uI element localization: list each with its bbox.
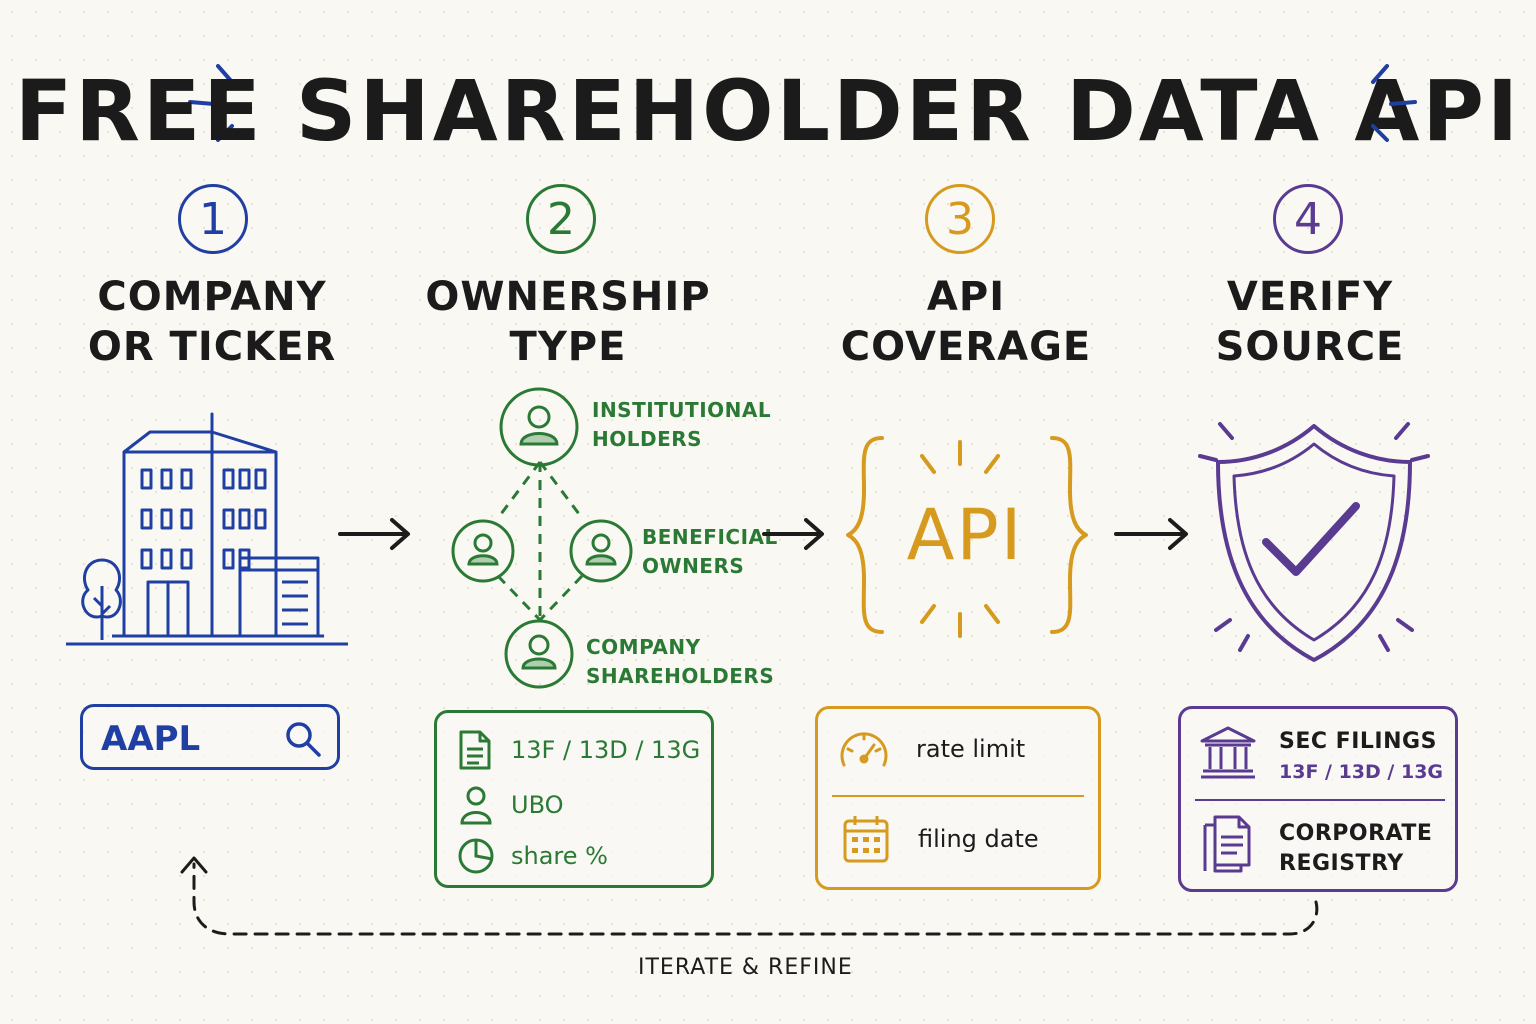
institutional-holders-label-line2: HOLDERS: [592, 427, 703, 451]
page-title: FREE SHAREHOLDER DATA API: [14, 62, 1522, 160]
step-3-heading: API COVERAGE: [806, 272, 1126, 372]
step-1-heading-line1: COMPANY: [97, 274, 327, 320]
corporate-registry-label-line2: REGISTRY: [1279, 851, 1404, 876]
step-4-number: 4: [1273, 184, 1343, 254]
step-2-heading-line2: TYPE: [509, 324, 627, 370]
iterate-loop-arrow: [180, 856, 1319, 936]
beneficial-owners-label-line2: OWNERS: [642, 554, 745, 578]
arrow-right-icon: [762, 518, 824, 550]
corporate-registry-label-line1: CORPORATE: [1279, 821, 1433, 846]
institutional-holders-label: INSTITUTIONAL HOLDERS: [592, 396, 771, 454]
step-4-heading: VERIFY SOURCE: [1150, 272, 1470, 372]
beneficial-owners-label-line1: BENEFICIAL: [642, 525, 778, 549]
document-icon: [459, 730, 491, 770]
ownership-data-card: 13F / 13D / 13G UBO share %: [434, 710, 714, 888]
corporate-registry-label: CORPORATE REGISTRY: [1279, 819, 1432, 879]
beneficial-owners-label: BENEFICIAL OWNERS: [642, 523, 778, 581]
company-shareholders-label-line1: COMPANY: [586, 635, 701, 659]
step-3-heading-line1: API: [926, 274, 1006, 320]
shield-check-icon: [1198, 422, 1430, 662]
verify-source-card: SEC FILINGS 13F / 13D / 13G CORPORATE RE…: [1178, 706, 1458, 892]
person-icon: [460, 786, 492, 825]
sec-filing-types-label: 13F / 13D / 13G: [1279, 761, 1444, 783]
coverage-divider: [832, 795, 1084, 797]
step-2-heading-line1: OWNERSHIP: [425, 274, 711, 320]
calendar-icon: [843, 816, 889, 863]
bank-building-icon: [1200, 726, 1256, 779]
ticker-search-value: AAPL: [101, 719, 201, 759]
step-1-heading: COMPANY OR TICKER: [52, 272, 372, 372]
iterate-refine-label: ITERATE & REFINE: [638, 955, 853, 980]
arrow-right-icon: [1114, 518, 1188, 550]
ownership-network-diagram: [496, 461, 584, 622]
step-3-number: 3: [925, 184, 995, 254]
institutional-holder-icon: [499, 387, 579, 467]
search-icon[interactable]: [283, 719, 323, 759]
gauge-icon: [840, 732, 888, 767]
ubo-label: UBO: [511, 791, 564, 819]
documents-icon: [1203, 815, 1251, 873]
step-1-number: 1: [178, 184, 248, 254]
beneficial-owner-icon-left: [451, 519, 515, 583]
title-sparkle-left-icon: [188, 64, 234, 142]
filing-date-label: filing date: [918, 825, 1039, 853]
step-2-number: 2: [526, 184, 596, 254]
api-label: API: [906, 494, 1024, 576]
beneficial-owner-icon-right: [569, 519, 633, 583]
share-percent-label: share %: [511, 842, 608, 870]
rate-limit-label: rate limit: [916, 735, 1026, 763]
step-4-heading-line2: SOURCE: [1215, 324, 1405, 370]
arrow-right-icon: [338, 518, 410, 550]
building-icon: [66, 412, 348, 646]
company-shareholders-label-line2: SHAREHOLDERS: [586, 664, 775, 688]
company-shareholder-icon: [504, 619, 574, 689]
api-coverage-card: rate limit filing date: [815, 706, 1101, 890]
ticker-search-input[interactable]: AAPL: [80, 704, 340, 770]
step-3-heading-line2: COVERAGE: [840, 324, 1092, 370]
step-4-heading-line1: VERIFY: [1226, 274, 1394, 320]
title-sparkle-right-icon: [1371, 64, 1417, 142]
api-braces-icon: [846, 436, 1088, 638]
step-2-heading: OWNERSHIP TYPE: [408, 272, 728, 372]
company-shareholders-label: COMPANY SHAREHOLDERS: [586, 633, 774, 691]
pie-chart-icon: [458, 838, 494, 874]
institutional-holders-label-line1: INSTITUTIONAL: [592, 398, 772, 422]
step-1-heading-line2: OR TICKER: [87, 324, 337, 370]
filing-types-label: 13F / 13D / 13G: [511, 736, 701, 764]
verify-divider: [1195, 799, 1445, 801]
sec-filings-label: SEC FILINGS: [1279, 729, 1437, 754]
